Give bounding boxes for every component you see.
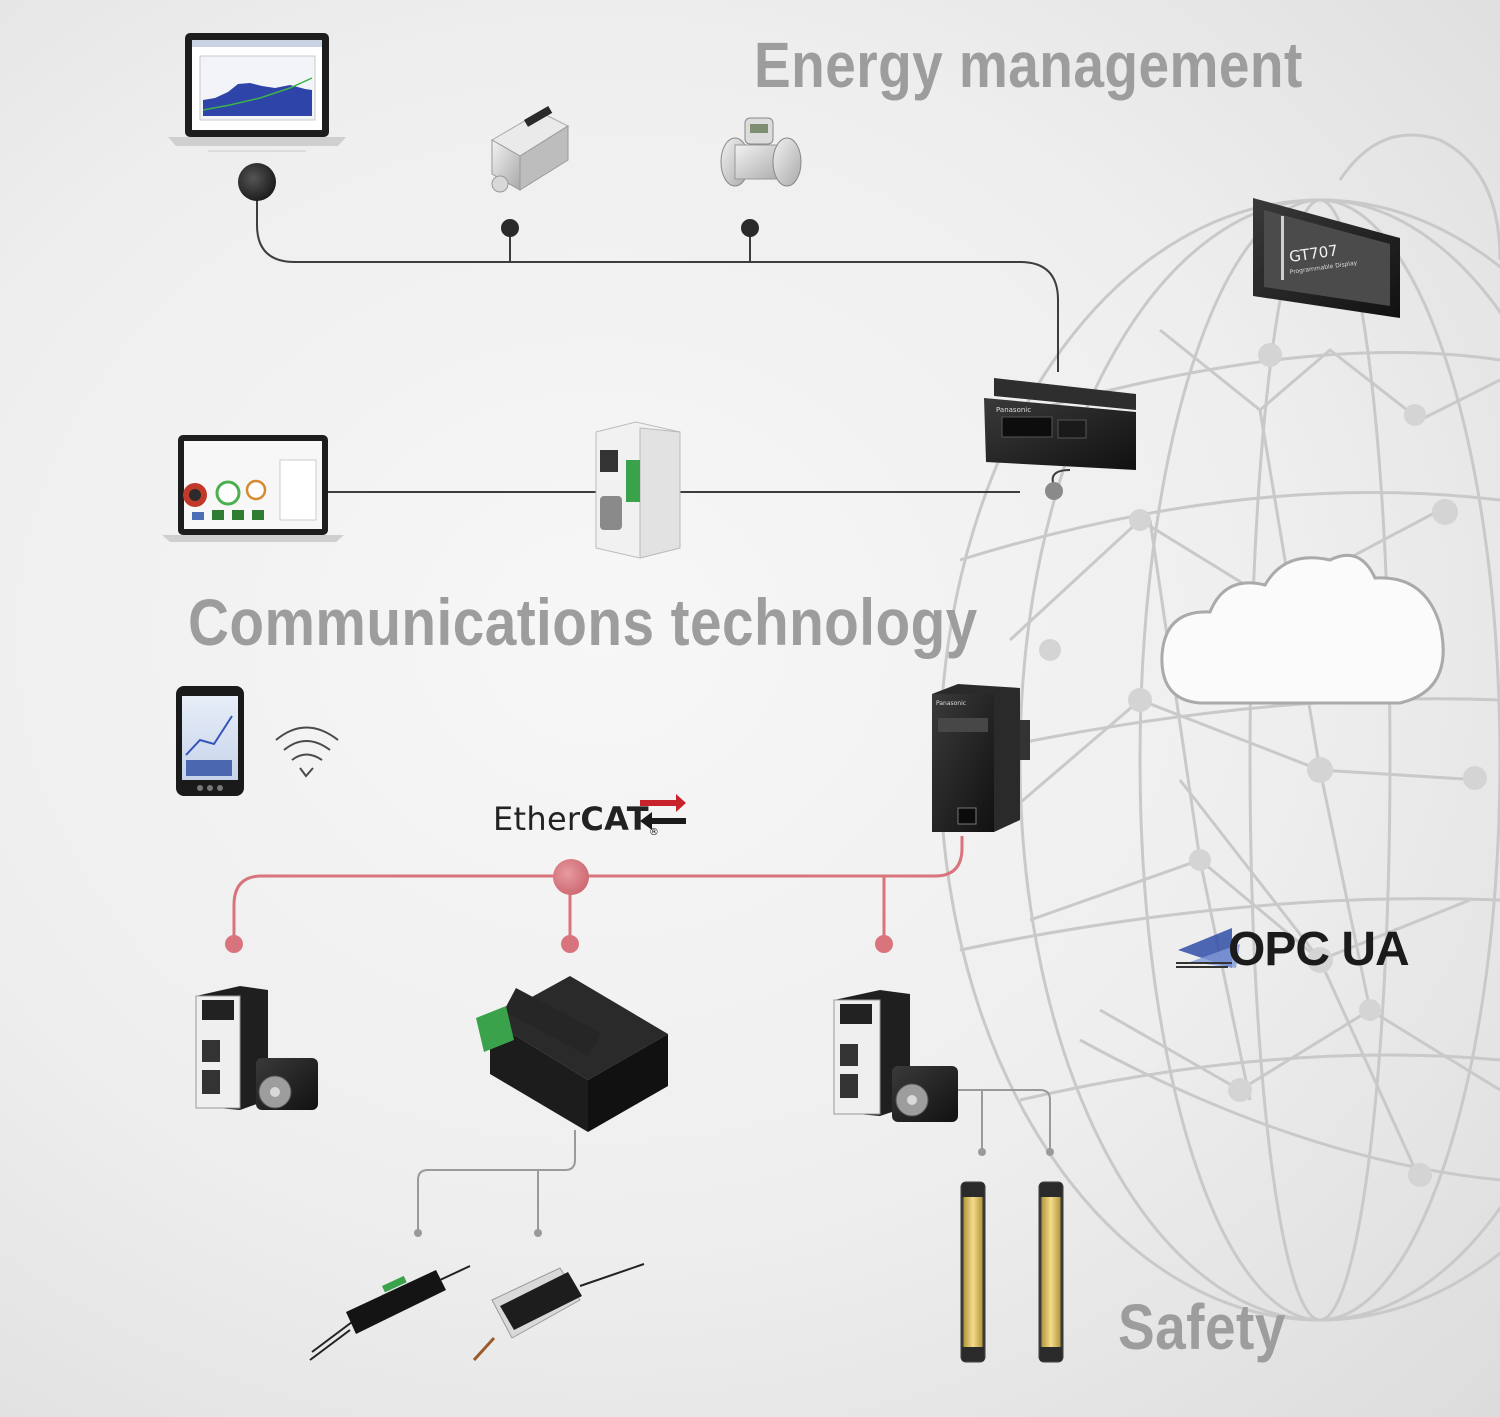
safety-light-curtain-left — [960, 1181, 986, 1363]
fiber-sensor-left — [309, 1265, 471, 1361]
flow-meter-device — [720, 117, 802, 187]
servo-drive-motor-left — [195, 986, 318, 1110]
tablet-device — [176, 686, 244, 796]
globe-nodes — [1039, 343, 1487, 1187]
ethercat-arrows-icon — [640, 794, 686, 830]
wifi-icon — [275, 726, 339, 778]
ethercat-network-lines — [232, 836, 964, 942]
laptop-scada — [162, 435, 344, 542]
communications-technology-heading: Communications technology — [188, 585, 978, 659]
fiber-sensor-right — [472, 1263, 645, 1362]
ethercat-logo-bold: CAT — [580, 800, 649, 838]
opcua-logo-text: OPC UA — [1228, 923, 1410, 976]
connector-dots — [225, 163, 1063, 1237]
ethercat-logo-light: Ether — [493, 800, 581, 838]
ethercat-logo: EtherCAT® — [493, 800, 659, 838]
opcua-logo-mark — [1176, 928, 1240, 968]
flow-sensor-device — [491, 106, 570, 193]
plc-cpu-device: Panasonic — [932, 684, 1030, 832]
cloud-icon — [1160, 554, 1445, 705]
servo-drive-motor-right — [833, 990, 958, 1122]
energy-management-heading: Energy management — [754, 29, 1303, 101]
safety-heading: Safety — [1118, 1291, 1286, 1363]
energy-monitor-brand: Panasonic — [996, 406, 1031, 414]
laptop-energy-monitor — [168, 33, 346, 152]
energy-monitor-device: Panasonic — [984, 378, 1136, 470]
gateway-plc-device — [595, 421, 681, 559]
sensor-lines — [417, 1089, 1051, 1232]
plc-cpu-brand: Panasonic — [936, 700, 966, 707]
ethercat-logo-registered: ® — [648, 827, 660, 838]
io-terminal-device — [476, 976, 668, 1132]
safety-light-curtain-right — [1038, 1181, 1064, 1363]
gt707-hmi-display: GT707 Programmable Display — [1253, 198, 1400, 318]
